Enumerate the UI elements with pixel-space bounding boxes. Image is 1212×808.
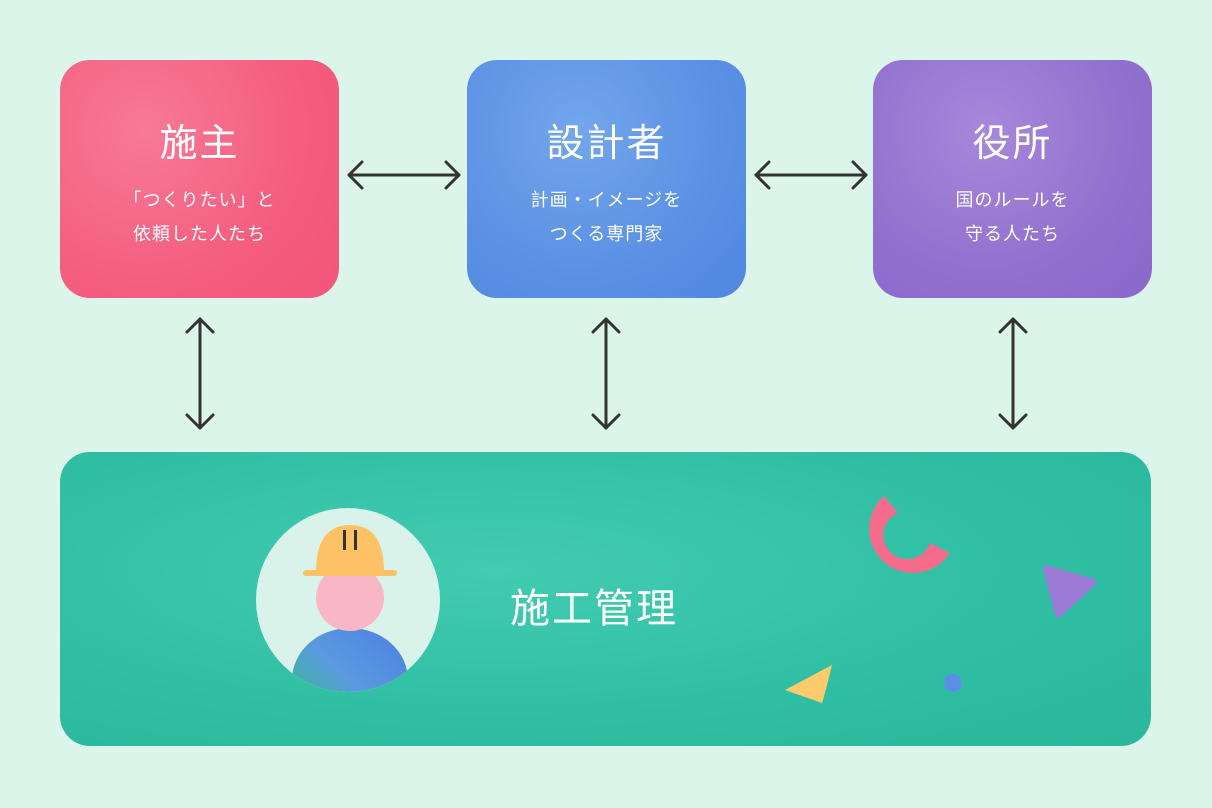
node-designer-desc: 計画・イメージをつくる専門家 — [467, 184, 746, 252]
arrow-designer-construction — [591, 317, 621, 430]
arrow-owner-construction — [185, 317, 215, 430]
worker-face — [316, 565, 384, 631]
worker-body — [292, 628, 408, 692]
desc-line: 国のルールを — [955, 190, 1070, 211]
node-government-title: 役所 — [972, 121, 1053, 165]
wedge-shape — [785, 665, 832, 703]
triangle-shape — [1043, 565, 1097, 618]
node-owner: 施主 「つくりたい」と依頼した人たち — [60, 60, 339, 298]
node-designer: 設計者 計画・イメージをつくる専門家 — [467, 60, 746, 298]
desc-line: 守る人たち — [965, 224, 1060, 245]
node-government: 役所 国のルールを守る人たち — [873, 60, 1152, 298]
node-government-desc: 国のルールを守る人たち — [873, 184, 1152, 252]
arrow-owner-designer — [347, 160, 461, 190]
node-designer-title: 設計者 — [546, 121, 667, 165]
node-owner-title: 施主 — [159, 121, 240, 165]
helmet-icon — [316, 525, 384, 572]
worker-avatar — [256, 508, 440, 692]
arrow-government-construction — [998, 317, 1028, 430]
arc-shape — [869, 496, 950, 573]
desc-line: つくる専門家 — [549, 224, 664, 245]
dot-shape — [944, 674, 962, 692]
node-construction-management: 施工管理 — [60, 452, 1151, 746]
node-construction-title: 施工管理 — [510, 586, 678, 632]
decorative-shapes — [785, 496, 1097, 703]
arrow-designer-government — [754, 160, 868, 190]
desc-line: 「つくりたい」と — [123, 190, 276, 211]
desc-line: 依頼した人たち — [133, 224, 266, 245]
node-owner-desc: 「つくりたい」と依頼した人たち — [60, 184, 339, 252]
desc-line: 計画・イメージを — [530, 190, 683, 211]
